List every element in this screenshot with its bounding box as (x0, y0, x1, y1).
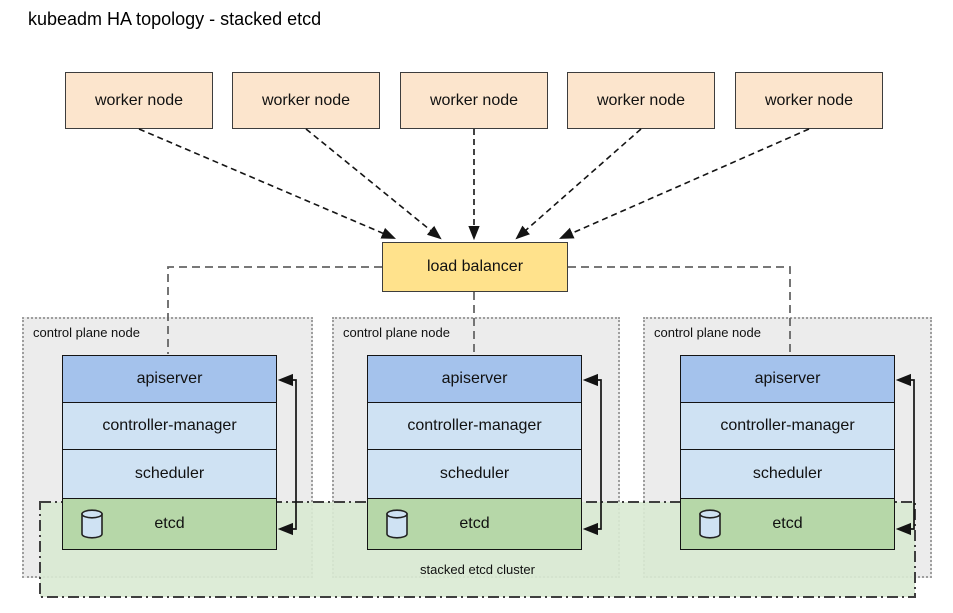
database-icon (81, 508, 103, 539)
scheduler-label: scheduler (439, 465, 510, 482)
controller-manager-label: controller-manager (102, 417, 237, 434)
load-balancer-box: load balancer (382, 242, 568, 292)
worker-node-label: worker node (764, 91, 854, 109)
scheduler-label: scheduler (134, 465, 205, 482)
etcd-label: etcd (154, 514, 185, 532)
worker-node-2: worker node (232, 72, 380, 129)
etcd-label: etcd (772, 514, 803, 532)
worker-arrow-5 (559, 128, 810, 239)
etcd-label: etcd (459, 514, 490, 532)
worker-node-label: worker node (429, 91, 519, 109)
controller-manager-box: controller-manager (62, 401, 277, 451)
apiserver-label: apiserver (754, 370, 821, 387)
scheduler-box: scheduler (62, 449, 277, 499)
component-stack-2: apiserver controller-manager scheduler e… (367, 355, 582, 550)
apiserver-box: apiserver (680, 355, 895, 403)
component-stack-3: apiserver controller-manager scheduler e… (680, 355, 895, 550)
stacked-etcd-cluster-label: stacked etcd cluster (420, 562, 535, 577)
scheduler-label: scheduler (752, 465, 823, 482)
apiserver-label: apiserver (441, 370, 508, 387)
load-balancer-label: load balancer (426, 258, 524, 275)
control-plane-label: control plane node (33, 325, 140, 340)
etcd-box: etcd (367, 497, 582, 550)
apiserver-box: apiserver (62, 355, 277, 403)
control-plane-label: control plane node (654, 325, 761, 340)
database-icon (699, 508, 721, 539)
controller-manager-box: controller-manager (680, 401, 895, 451)
component-stack-1: apiserver controller-manager scheduler e… (62, 355, 277, 550)
controller-manager-label: controller-manager (407, 417, 542, 434)
worker-node-5: worker node (735, 72, 883, 129)
worker-node-label: worker node (596, 91, 686, 109)
worker-node-1: worker node (65, 72, 213, 129)
control-plane-label: control plane node (343, 325, 450, 340)
scheduler-box: scheduler (680, 449, 895, 499)
diagram-title: kubeadm HA topology - stacked etcd (28, 9, 322, 29)
apiserver-label: apiserver (136, 370, 203, 387)
controller-manager-label: controller-manager (720, 417, 855, 434)
worker-arrow-2 (305, 128, 442, 240)
controller-manager-box: controller-manager (367, 401, 582, 451)
worker-node-label: worker node (261, 91, 351, 109)
database-icon (386, 508, 408, 539)
scheduler-box: scheduler (367, 449, 582, 499)
worker-arrow-1 (138, 128, 396, 239)
apiserver-box: apiserver (367, 355, 582, 403)
worker-node-4: worker node (567, 72, 715, 129)
etcd-box: etcd (62, 497, 277, 550)
worker-node-3: worker node (400, 72, 548, 129)
etcd-box: etcd (680, 497, 895, 550)
worker-arrow-4 (515, 128, 642, 240)
worker-node-label: worker node (94, 91, 184, 109)
